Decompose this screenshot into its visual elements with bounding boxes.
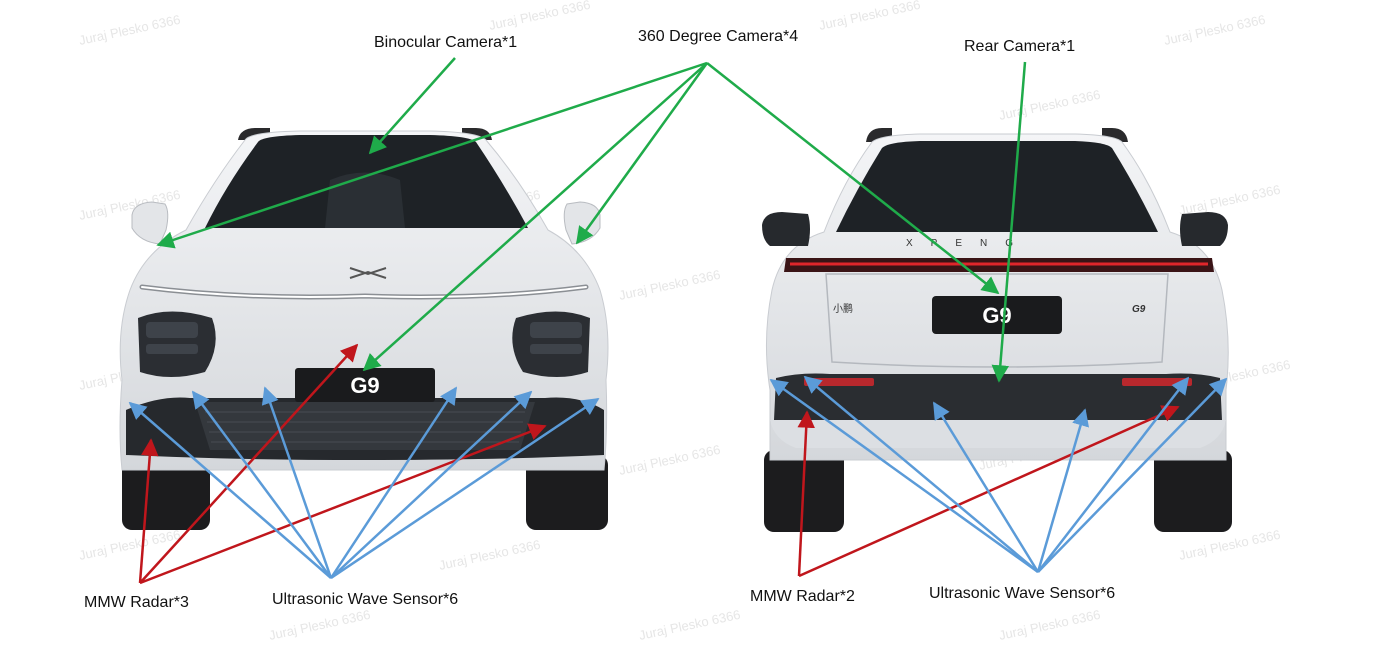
front-license-plate xyxy=(295,368,435,402)
watermark: Juraj Plesko 6366 xyxy=(1178,527,1282,563)
watermark: Juraj Plesko 6366 xyxy=(818,0,922,33)
arrow-ultrasonic-front-2 xyxy=(191,390,333,579)
arrow-360-camera-rear xyxy=(706,62,1000,295)
label-ultrasonic-rear: Ultrasonic Wave Sensor*6 xyxy=(929,585,1115,602)
label-mmw-radar-front: MMW Radar*3 xyxy=(84,594,189,611)
watermark: Juraj Plesko 6366 xyxy=(618,442,722,478)
arrow-360-camera-left-mirror xyxy=(156,61,708,249)
rear-right-mirror xyxy=(1180,212,1228,246)
rear-plate-text: G9 xyxy=(982,303,1011,328)
arrow-binocular-camera xyxy=(368,57,456,155)
rear-badge-model: G9 xyxy=(1132,304,1146,315)
arrow-rear-camera xyxy=(991,61,1027,383)
arrow-ultrasonic-front-3 xyxy=(261,386,333,579)
rear-vehicle: XPENG 小鹏 G9 G9 xyxy=(762,128,1232,532)
arrow-ultrasonic-rear-2 xyxy=(803,375,1039,573)
arrow-360-camera-front xyxy=(362,62,708,372)
front-interior-seat xyxy=(325,172,405,228)
label-rear-camera: Rear Camera*1 xyxy=(964,38,1075,55)
label-mmw-radar-rear: MMW Radar*2 xyxy=(750,588,855,605)
arrow-ultrasonic-front-4 xyxy=(329,386,458,579)
watermark: Juraj Plesko 6366 xyxy=(998,87,1102,123)
watermark: Juraj Plesko 6366 xyxy=(1178,182,1282,218)
rear-badge-chinese: 小鹏 xyxy=(833,302,853,315)
front-hood-logo xyxy=(349,267,387,279)
front-right-tire xyxy=(526,455,608,530)
front-grille-mesh xyxy=(205,411,525,443)
front-left-tire xyxy=(122,455,210,530)
rear-bumper-dark xyxy=(774,373,1222,420)
arrow-ultrasonic-front-5 xyxy=(330,390,533,579)
arrow-radar-front-left xyxy=(138,438,159,584)
rear-right-tire xyxy=(1154,450,1232,532)
front-left-headlight-lens xyxy=(146,344,198,354)
watermark: Juraj Plesko 6366 xyxy=(1163,12,1267,48)
front-plate-text: G9 xyxy=(350,373,379,398)
rear-bumper-trim xyxy=(770,420,1226,448)
watermark: Juraj Plesko 6366 xyxy=(998,607,1102,643)
front-left-headlight-lens xyxy=(146,322,198,338)
arrow-ultrasonic-rear-5 xyxy=(1037,376,1190,573)
arrow-ultrasonic-rear-4 xyxy=(1036,408,1090,573)
front-right-headlight-lens xyxy=(530,344,582,354)
arrow-ultrasonic-front-1 xyxy=(128,401,332,579)
labels: Binocular Camera*1 360 Degree Camera*4 R… xyxy=(84,28,1115,611)
front-grille xyxy=(195,402,535,450)
watermark: Juraj Plesko 6366 xyxy=(78,527,182,563)
rear-window xyxy=(836,141,1158,232)
watermark: Juraj Plesko 6366 xyxy=(268,607,372,643)
rear-brand-lettering: XPENG xyxy=(906,238,1031,249)
arrow-radar-rear-left xyxy=(797,410,815,577)
arrow-ultrasonic-front-6 xyxy=(330,397,600,580)
arrow-radar-front-right xyxy=(139,423,547,585)
camera-arrows xyxy=(156,57,1027,383)
watermark: Juraj Plesko 6366 xyxy=(78,12,182,48)
arrow-ultrasonic-rear-3 xyxy=(932,401,1040,573)
rear-license-plate xyxy=(932,296,1062,334)
watermark: Juraj Plesko 6366 xyxy=(638,607,742,643)
arrow-ultrasonic-rear-1 xyxy=(769,378,1039,574)
label-ultrasonic-front: Ultrasonic Wave Sensor*6 xyxy=(272,591,458,608)
label-binocular-camera: Binocular Camera*1 xyxy=(374,34,517,51)
ultrasonic-arrows xyxy=(128,375,1228,580)
front-light-bar-glow xyxy=(141,286,587,298)
arrow-radar-front-center xyxy=(139,343,359,584)
watermark: Juraj Plesko 6366 xyxy=(618,267,722,303)
watermark: Juraj Plesko 6366 xyxy=(438,537,542,573)
front-vehicle: G9 xyxy=(119,128,609,530)
watermark: Juraj Plesko 6366 xyxy=(488,0,592,33)
front-right-headlight-lens xyxy=(530,322,582,338)
rear-left-mirror xyxy=(762,212,810,246)
front-left-mirror xyxy=(131,201,169,245)
arrow-ultrasonic-rear-6 xyxy=(1037,377,1228,573)
arrow-360-camera-right-mirror xyxy=(575,62,709,245)
label-360-camera: 360 Degree Camera*4 xyxy=(638,28,798,45)
